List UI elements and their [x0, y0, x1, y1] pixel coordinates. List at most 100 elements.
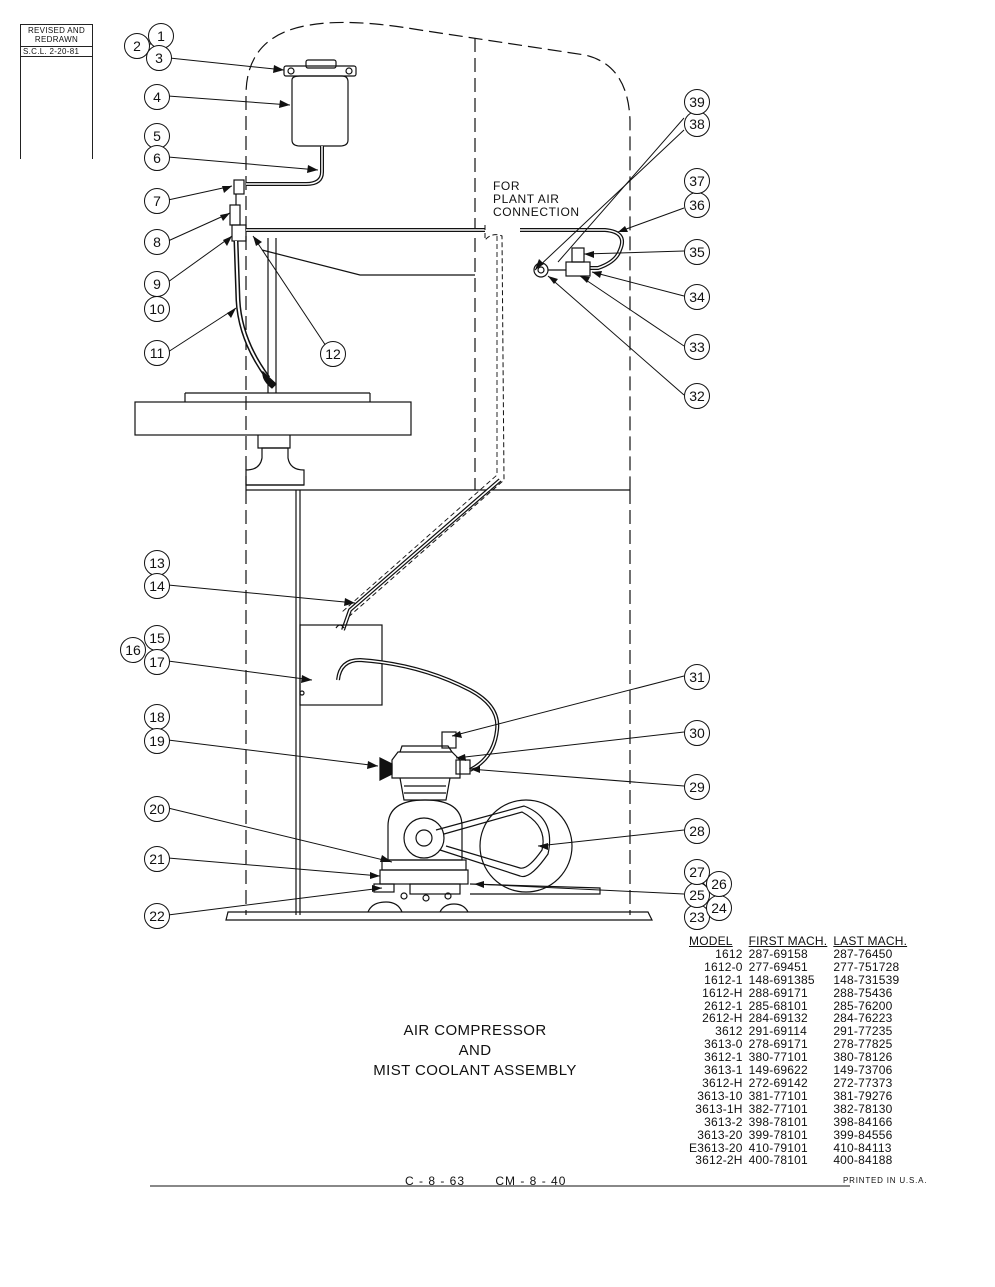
first-mach-cell: 398-78101	[748, 1114, 808, 1129]
first-mach-cell: 284-69132	[748, 1011, 808, 1026]
title-line1: AIR COMPRESSOR	[403, 1022, 547, 1039]
header-last-mach: LAST MACH.	[833, 934, 908, 948]
motor	[479, 799, 573, 893]
callout-18: 18	[144, 704, 170, 730]
first-mach-cell: 277-69451	[748, 959, 808, 974]
callout-15: 15	[144, 625, 170, 651]
callout-27: 27	[684, 859, 710, 885]
callout-10: 10	[144, 296, 170, 322]
first-mach-cell: 287-69158	[748, 946, 808, 961]
callout-6: 6	[144, 145, 170, 171]
first-mach-cell: 278-69171	[748, 1037, 808, 1052]
model-cell: 1612-0	[704, 959, 743, 974]
callout-13: 13	[144, 550, 170, 576]
callout-23: 23	[684, 904, 710, 930]
compressor-head	[391, 751, 461, 779]
first-mach-cell: 380-77101	[748, 1050, 808, 1065]
callout-38: 38	[684, 111, 710, 137]
nozzle-hose	[233, 240, 271, 380]
last-mach-cell: 288-75436	[833, 985, 893, 1000]
last-mach-cell: 382-78130	[833, 1101, 893, 1116]
first-mach-cell: 291-69114	[748, 1024, 807, 1039]
table-body: 1612 287-69158 287-76450 1612-0 277-69451 277…	[686, 948, 910, 1167]
model-cell: 1612	[715, 946, 743, 961]
first-mach-cell: 149-69622	[748, 1063, 808, 1078]
first-mach-cell: 382-77101	[748, 1101, 808, 1116]
model-cell: 3612-H	[702, 1075, 743, 1090]
callout-35: 35	[684, 239, 710, 265]
callout-16: 16	[120, 637, 146, 663]
model-cell: 3613-1	[704, 1063, 743, 1078]
model-cell: 1612-1	[704, 972, 743, 987]
table-row: 3613-1 149-69622 149-73706	[686, 1064, 910, 1077]
last-mach-cell: 278-77825	[833, 1037, 893, 1052]
revision-date: S.C.L. 2-20-81	[21, 46, 92, 57]
plant-air-note: FOR PLANT AIR CONNECTION	[493, 180, 580, 219]
callout-34: 34	[684, 284, 710, 310]
callout-8: 8	[144, 229, 170, 255]
callout-7: 7	[144, 188, 170, 214]
drawing-codes: C - 8 - 63 CM - 8 - 40	[405, 1174, 592, 1188]
last-mach-cell: 149-73706	[833, 1063, 893, 1078]
model-cell: 3613-1H	[695, 1101, 743, 1116]
callout-26: 26	[706, 871, 732, 897]
callout-20: 20	[144, 796, 170, 822]
title-line3: MIST COOLANT ASSEMBLY	[373, 1062, 577, 1079]
first-mach-cell: 399-78101	[748, 1127, 808, 1142]
callout-17: 17	[144, 649, 170, 675]
control-box	[299, 624, 383, 706]
callout-30: 30	[684, 720, 710, 746]
callout-21: 21	[144, 846, 170, 872]
last-mach-cell: 381-79276	[833, 1088, 893, 1103]
model-cell: 3613-0	[704, 1037, 743, 1052]
callout-28: 28	[684, 818, 710, 844]
last-mach-cell: 400-84188	[833, 1153, 893, 1168]
callout-25: 25	[684, 882, 710, 908]
table-row: 1612-0 277-69451 277-751728	[686, 959, 910, 974]
callout-36: 36	[684, 192, 710, 218]
first-mach-cell: 148-691385	[748, 972, 815, 987]
callout-37: 37	[684, 168, 710, 194]
callout-29: 29	[684, 774, 710, 800]
table-header-row: MODEL FIRST MACH. LAST MACH.	[686, 935, 910, 948]
table-row: 1612 287-69158 287-76450	[686, 948, 910, 961]
last-mach-cell: 277-751728	[833, 959, 900, 974]
last-mach-cell: 287-76450	[833, 946, 893, 961]
callout-33: 33	[684, 334, 710, 360]
first-mach-cell: 272-69142	[748, 1075, 808, 1090]
callout-39: 39	[684, 89, 710, 115]
revision-box: REVISED AND REDRAWN S.C.L. 2-20-81	[20, 24, 93, 159]
coolant-reservoir	[291, 75, 349, 147]
table-row: 3613-0 278-69171 278-77825	[686, 1038, 910, 1051]
table-row: 3613-1H 382-77101 382-78130	[686, 1101, 910, 1116]
header-model: MODEL	[689, 934, 733, 948]
last-mach-cell: 284-76223	[833, 1011, 893, 1026]
header-first-mach: FIRST MACH.	[748, 934, 828, 948]
printed-note: PRINTED IN U.S.A.	[843, 1176, 928, 1185]
callout-31: 31	[684, 664, 710, 690]
machine-base	[225, 911, 653, 921]
first-mach-cell: 381-77101	[748, 1088, 808, 1103]
first-mach-cell: 400-78101	[748, 1153, 808, 1168]
last-mach-cell: 380-78126	[833, 1050, 893, 1065]
model-cell: 3613-10	[697, 1088, 743, 1103]
model-cell: 3612	[715, 1024, 743, 1039]
callout-22: 22	[144, 903, 170, 929]
table-row: 3613-10 381-77101 381-79276	[686, 1088, 910, 1103]
callout-11: 11	[144, 340, 170, 366]
title-line2: AND	[458, 1042, 492, 1059]
first-mach-cell: 410-79101	[748, 1140, 808, 1155]
note-line3: CONNECTION	[493, 205, 580, 219]
callout-12: 12	[320, 341, 346, 367]
last-mach-cell: 399-84556	[833, 1127, 893, 1142]
drawing-code-1: C - 8 - 63	[405, 1174, 466, 1188]
last-mach-cell: 148-731539	[833, 972, 900, 987]
